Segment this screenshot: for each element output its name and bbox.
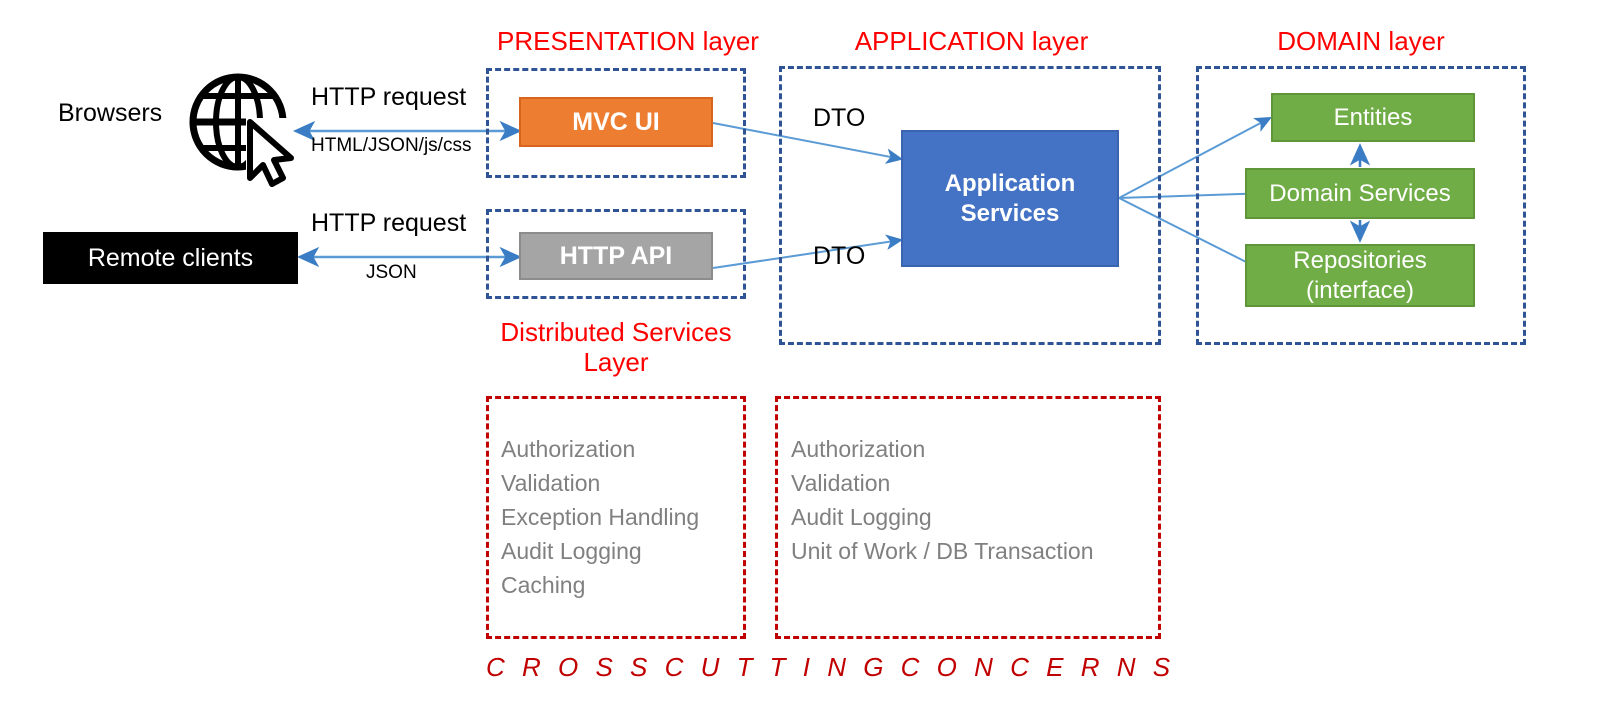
list-item: Authorization — [791, 436, 926, 462]
list-item: Audit Logging — [791, 504, 932, 530]
repositories-line1: Repositories — [1293, 246, 1427, 274]
distributed-services-layer-title: Distributed Services Layer — [486, 317, 746, 377]
presentation-api-container — [486, 209, 746, 299]
browser-response-label: HTML/JSON/js/css — [311, 135, 472, 156]
application-crosscutting-list: Authorization Validation Audit Logging U… — [791, 432, 1094, 568]
distributed-crosscutting-container — [486, 396, 746, 639]
dto-top-label: DTO — [813, 104, 866, 132]
application-layer-title: APPLICATION layer — [854, 26, 1089, 56]
list-item: Authorization — [501, 436, 636, 462]
domain-layer-title: DOMAIN layer — [1277, 26, 1445, 56]
list-item: Audit Logging — [501, 538, 642, 564]
application-layer-container — [779, 66, 1161, 345]
list-item: Exception Handling — [501, 504, 700, 530]
list-item: Validation — [501, 470, 601, 496]
globe-cursor-icon — [189, 73, 294, 187]
browsers-label: Browsers — [58, 99, 163, 127]
application-services-line2: Services — [960, 199, 1060, 227]
application-crosscutting-container — [775, 396, 1161, 639]
list-item: Caching — [501, 572, 586, 598]
entities-box[interactable]: Entities — [1271, 93, 1475, 142]
presentation-mvc-container — [486, 68, 746, 178]
http-api-box[interactable]: HTTP API — [519, 232, 713, 280]
mvc-ui-box[interactable]: MVC UI — [519, 97, 713, 147]
cross-cutting-concerns-caption: C R O S S C U T T I N G C O N C E R N S — [486, 652, 1176, 682]
remote-response-label: JSON — [366, 262, 417, 283]
repositories-box[interactable]: Repositories (interface) — [1245, 244, 1475, 307]
distributed-crosscutting-list: Authorization Validation Exception Handl… — [501, 432, 699, 602]
browser-request-label: HTTP request — [311, 83, 467, 111]
presentation-layer-title: PRESENTATION layer — [497, 26, 759, 56]
application-services-line1: Application — [944, 169, 1076, 197]
distributed-services-title-line1: Distributed Services — [500, 317, 732, 347]
remote-clients-box[interactable]: Remote clients — [43, 232, 298, 284]
remote-request-label: HTTP request — [311, 209, 467, 237]
distributed-services-title-line2: Layer — [583, 347, 649, 377]
repositories-line2: (interface) — [1305, 276, 1415, 304]
domain-layer-container — [1196, 66, 1526, 345]
list-item: Validation — [791, 470, 891, 496]
list-item: Unit of Work / DB Transaction — [791, 538, 1094, 564]
dto-bottom-label: DTO — [813, 242, 866, 270]
application-services-box[interactable]: Application Services — [901, 130, 1119, 267]
domain-services-box[interactable]: Domain Services — [1245, 168, 1475, 219]
